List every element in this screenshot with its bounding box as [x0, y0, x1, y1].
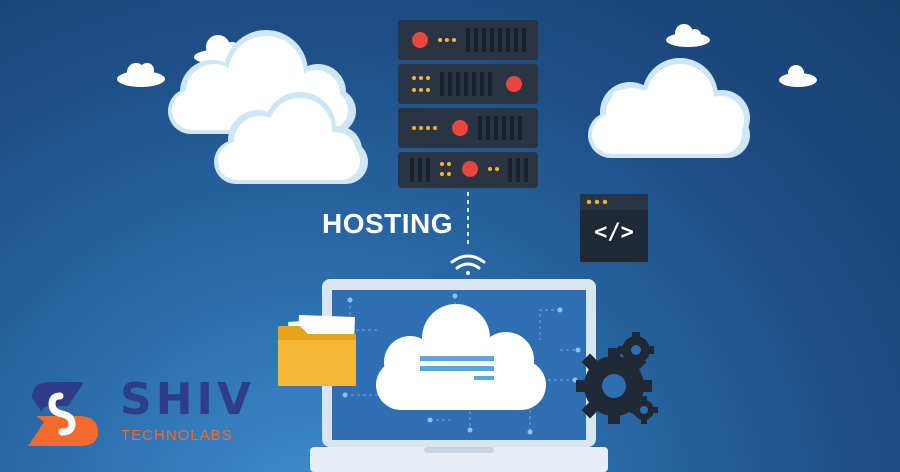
code-symbol: </> — [594, 220, 634, 245]
brand-name: SHIV — [120, 374, 255, 425]
small-cloud-icon — [117, 63, 165, 87]
small-cloud-icon — [779, 65, 817, 87]
code-window-icon — [580, 194, 648, 262]
gear-icon — [576, 348, 652, 424]
small-cloud-icon — [666, 24, 710, 47]
server-rack-icon — [398, 20, 538, 188]
wifi-icon — [450, 254, 486, 275]
gear-icon — [630, 396, 658, 424]
folder-icon — [278, 315, 356, 386]
cloud-icon — [588, 58, 750, 158]
hosting-label: HOSTING — [322, 208, 454, 239]
cloud-icon — [214, 92, 368, 184]
brand-tagline: TECHNOLABS — [121, 427, 233, 444]
laptop-icon — [310, 279, 608, 472]
shiv-logo-icon — [28, 382, 98, 446]
gear-icon — [618, 332, 654, 368]
